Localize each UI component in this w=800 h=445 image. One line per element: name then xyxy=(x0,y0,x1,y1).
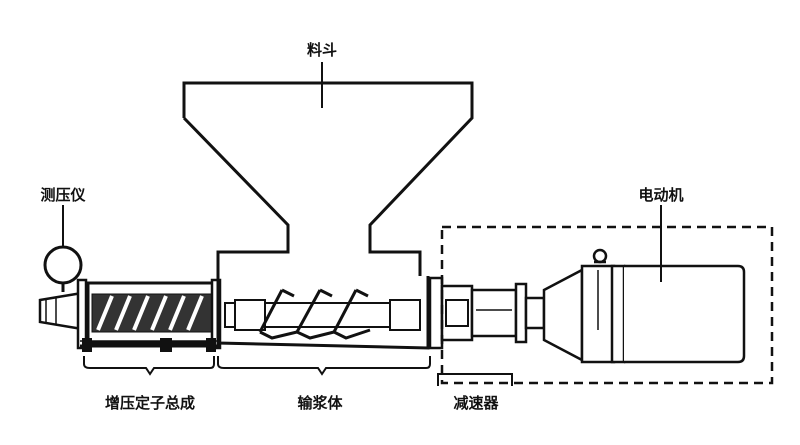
reducer-motor-enclosure xyxy=(440,225,774,385)
reducer xyxy=(428,276,528,350)
reducer-label: 减速器 xyxy=(453,394,499,412)
conveyor-body-label: 输浆体 xyxy=(297,394,343,412)
electric-motor xyxy=(524,248,746,364)
hopper xyxy=(182,81,474,278)
pressure-gauge xyxy=(38,245,90,332)
pressure-gauge-label: 测压仪 xyxy=(40,186,86,204)
motor-label: 电动机 xyxy=(638,186,683,204)
conveyor-body xyxy=(216,276,430,350)
booster-stator xyxy=(76,278,222,352)
dimension-brackets xyxy=(83,356,513,386)
hopper-label: 料斗 xyxy=(307,41,337,59)
booster-stator-label: 增压定子总成 xyxy=(105,394,195,412)
